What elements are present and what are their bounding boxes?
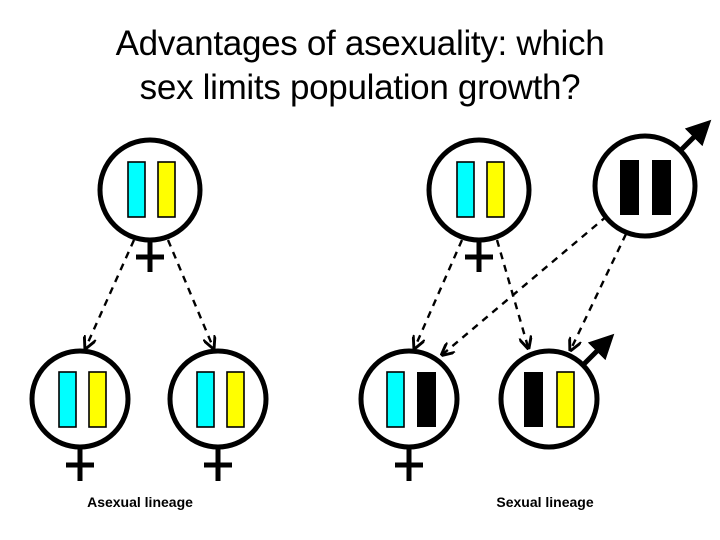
chromosome-yellow [486,161,505,218]
cell-membrane [426,137,532,243]
chromosome-yellow [88,371,107,428]
arrow-male-to-sexual-right [571,233,628,349]
chromosome-yellow [157,161,176,218]
cell-asexual-offspring-left[interactable] [29,348,131,481]
cell-membrane [167,348,269,450]
arrow-female-to-sexual-right [495,239,528,347]
arrow-male-to-sexual-left [443,215,608,354]
page-title: Advantages of asexuality: which sex limi… [115,24,605,107]
chromosome-cyan [196,371,215,428]
caption-asexual-lineage: Asexual lineage [87,494,193,510]
cell-asexual-offspring-right[interactable] [167,348,269,481]
cell-sexual-parent-female[interactable] [426,137,532,272]
caption-sexual-lineage: Sexual lineage [496,494,594,510]
male-symbol-shaft [676,119,712,155]
chromosome-yellow [226,371,245,428]
chromosome-cyan [386,371,405,428]
chromosome-cyan [58,371,77,428]
cell-sexual-offspring-right[interactable] [498,333,615,450]
chromosome-cyan [127,161,146,218]
arrow-asexual-parent-to-left [86,239,136,347]
cell-membrane [29,348,131,450]
chromosome-black [524,372,543,427]
cell-membrane [97,137,203,243]
cell-asexual-parent[interactable] [97,137,203,272]
chromosome-black-left [620,160,639,215]
chromosome-yellow [556,371,575,428]
chromosome-black-right [652,160,671,215]
cell-sexual-parent-male[interactable] [592,119,712,239]
cell-sexual-offspring-left[interactable] [358,348,460,481]
male-symbol-shaft [579,333,615,369]
arrow-asexual-parent-to-right [166,239,213,347]
cell-membrane [358,348,460,450]
chromosome-cyan [456,161,475,218]
cell-membrane [498,348,600,450]
chromosome-black [417,372,436,427]
arrow-female-to-sexual-left [415,239,464,347]
cell-membrane [592,133,698,239]
